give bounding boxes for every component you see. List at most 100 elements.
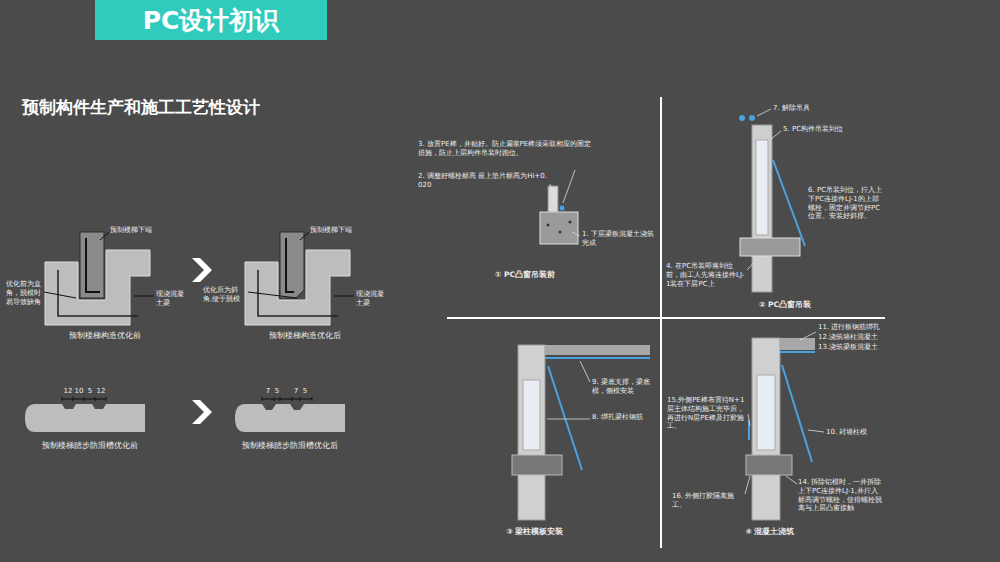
line-shape <box>334 296 354 297</box>
line-shape <box>300 232 309 240</box>
rect-shape <box>512 455 562 475</box>
line-shape <box>44 292 76 298</box>
dimension: 5 <box>302 387 308 396</box>
line-shape <box>745 476 750 494</box>
step-note: 8. 绑扎梁柱钢筋 <box>592 413 654 422</box>
line-shape <box>262 397 263 401</box>
line-shape <box>106 397 107 401</box>
dimension: 5 <box>85 387 95 396</box>
bay-window-before-lift <box>540 170 580 244</box>
title-band: PC设计初识 <box>95 0 327 40</box>
figure-caption: 预制楼梯构造优化后 <box>255 331 355 340</box>
path-shape <box>258 270 338 316</box>
step-note: 1. 下层梁板混凝土浇筑完成 <box>582 230 656 248</box>
part-label: 现浇混凝土梁 <box>356 290 390 308</box>
line-shape <box>770 131 781 140</box>
step-note: 14. 拆除铝模时，一并拆除上下PC连接件LJ-1,并拧入标高调节螺栓，使得螺栓… <box>798 478 884 513</box>
rect-shape <box>756 140 768 235</box>
rect-shape <box>746 455 792 475</box>
circle-shape <box>569 221 572 224</box>
line-shape <box>580 361 590 382</box>
path-shape <box>286 238 294 292</box>
rect-shape <box>740 238 800 256</box>
circle-shape <box>749 115 755 121</box>
line-shape <box>550 184 555 200</box>
line-shape <box>660 97 662 548</box>
beam-column-formwork <box>512 345 650 520</box>
slide-subtitle: 预制构件生产和施工工艺性设计 <box>22 96 260 119</box>
line-shape <box>62 397 63 401</box>
figure-caption: ② PC凸窗吊装 <box>735 300 835 309</box>
step-note: 5. PC构件吊装到位 <box>783 125 855 134</box>
step-note: 6. PC吊装到位，拧入上下PC连接件LJ-1的上部螺栓，固定并调节好PC位置。… <box>808 186 884 221</box>
rect-shape <box>540 212 578 244</box>
line-shape <box>134 296 154 297</box>
figure-caption: 预制楼梯构造优化前 <box>55 331 155 340</box>
step-note: 2. 调整好螺栓标高 最上垫片标高为Hi+0.020 <box>418 172 548 190</box>
circle-shape <box>547 224 550 227</box>
g-shape <box>62 397 106 401</box>
line-shape <box>73 397 74 401</box>
line-shape <box>280 397 281 401</box>
polygon-shape <box>192 400 212 424</box>
figure-caption: ③ 梁柱模板安装 <box>480 527 590 536</box>
line-shape <box>786 476 797 484</box>
step-note: 10. 封墙柱模 <box>826 428 886 437</box>
rect-shape <box>757 375 775 450</box>
line-shape <box>757 109 771 116</box>
step-note: 11. 进行板钢筋绑扎 <box>818 323 888 332</box>
step-note: 9. 梁底支撑，梁底模，侧模安装 <box>592 378 654 396</box>
step-note: 4. 在PC吊装即将到位前，由工人先将连接件LJ-1装在下层PC上 <box>666 262 746 288</box>
rect-shape <box>780 338 815 350</box>
rect-shape <box>523 380 540 450</box>
dimension: 12 <box>63 387 73 396</box>
step-note: 13.浇筑梁板混凝土 <box>818 343 888 352</box>
rect-shape <box>518 345 545 520</box>
line-shape <box>800 332 816 340</box>
dimension: 5 <box>274 387 280 396</box>
path-shape <box>25 404 145 432</box>
line-shape <box>84 397 85 401</box>
slide-title: PC设计初识 <box>143 4 280 37</box>
polygon-shape <box>192 258 212 282</box>
path-shape <box>58 270 138 316</box>
line-shape <box>248 292 297 298</box>
part-label: 现浇混凝土梁 <box>156 290 190 308</box>
step-note: 16. 外侧打胶隔离施工。 <box>672 492 744 510</box>
dimension: 10 <box>74 387 84 396</box>
arrow-chevron <box>192 258 212 424</box>
note-text: 优化后为斜角,便于脱模 <box>203 286 247 304</box>
anti-slip-strip-before <box>25 397 145 432</box>
line-shape <box>545 357 650 359</box>
note-text: 优化前为直角，脱模时易导致缺角 <box>6 280 43 306</box>
rect-shape <box>80 232 104 298</box>
part-label: 预制楼梯下端 <box>310 226 370 235</box>
line-shape <box>100 232 109 240</box>
rect-shape <box>752 338 780 520</box>
step-note: 15.外侧PE棒布置待N+1层主体结构施工完毕后，再进行N层PE棒及打胶施工。 <box>667 396 747 431</box>
line-shape <box>748 414 750 426</box>
dimension: 7 <box>293 387 299 396</box>
rect-shape <box>548 186 558 212</box>
line-shape <box>447 317 885 319</box>
line-shape <box>547 419 590 420</box>
dimension: 7 <box>265 387 271 396</box>
line-shape <box>808 430 824 432</box>
line-shape <box>780 351 815 353</box>
stair-detail-before <box>44 232 154 325</box>
line-shape <box>292 397 293 401</box>
path-shape <box>235 404 345 432</box>
line-shape <box>262 399 312 400</box>
line-shape <box>300 397 301 401</box>
quadrant-dividers <box>447 97 885 548</box>
line-shape <box>563 170 575 203</box>
part-label: 预制楼梯下端 <box>110 226 170 235</box>
line-shape <box>747 258 758 270</box>
dimension: 12 <box>96 387 106 396</box>
step-note: 7. 解除吊具 <box>773 104 853 113</box>
line-shape <box>572 232 580 236</box>
anti-slip-strip-after <box>235 397 345 432</box>
circle-shape <box>559 231 562 234</box>
